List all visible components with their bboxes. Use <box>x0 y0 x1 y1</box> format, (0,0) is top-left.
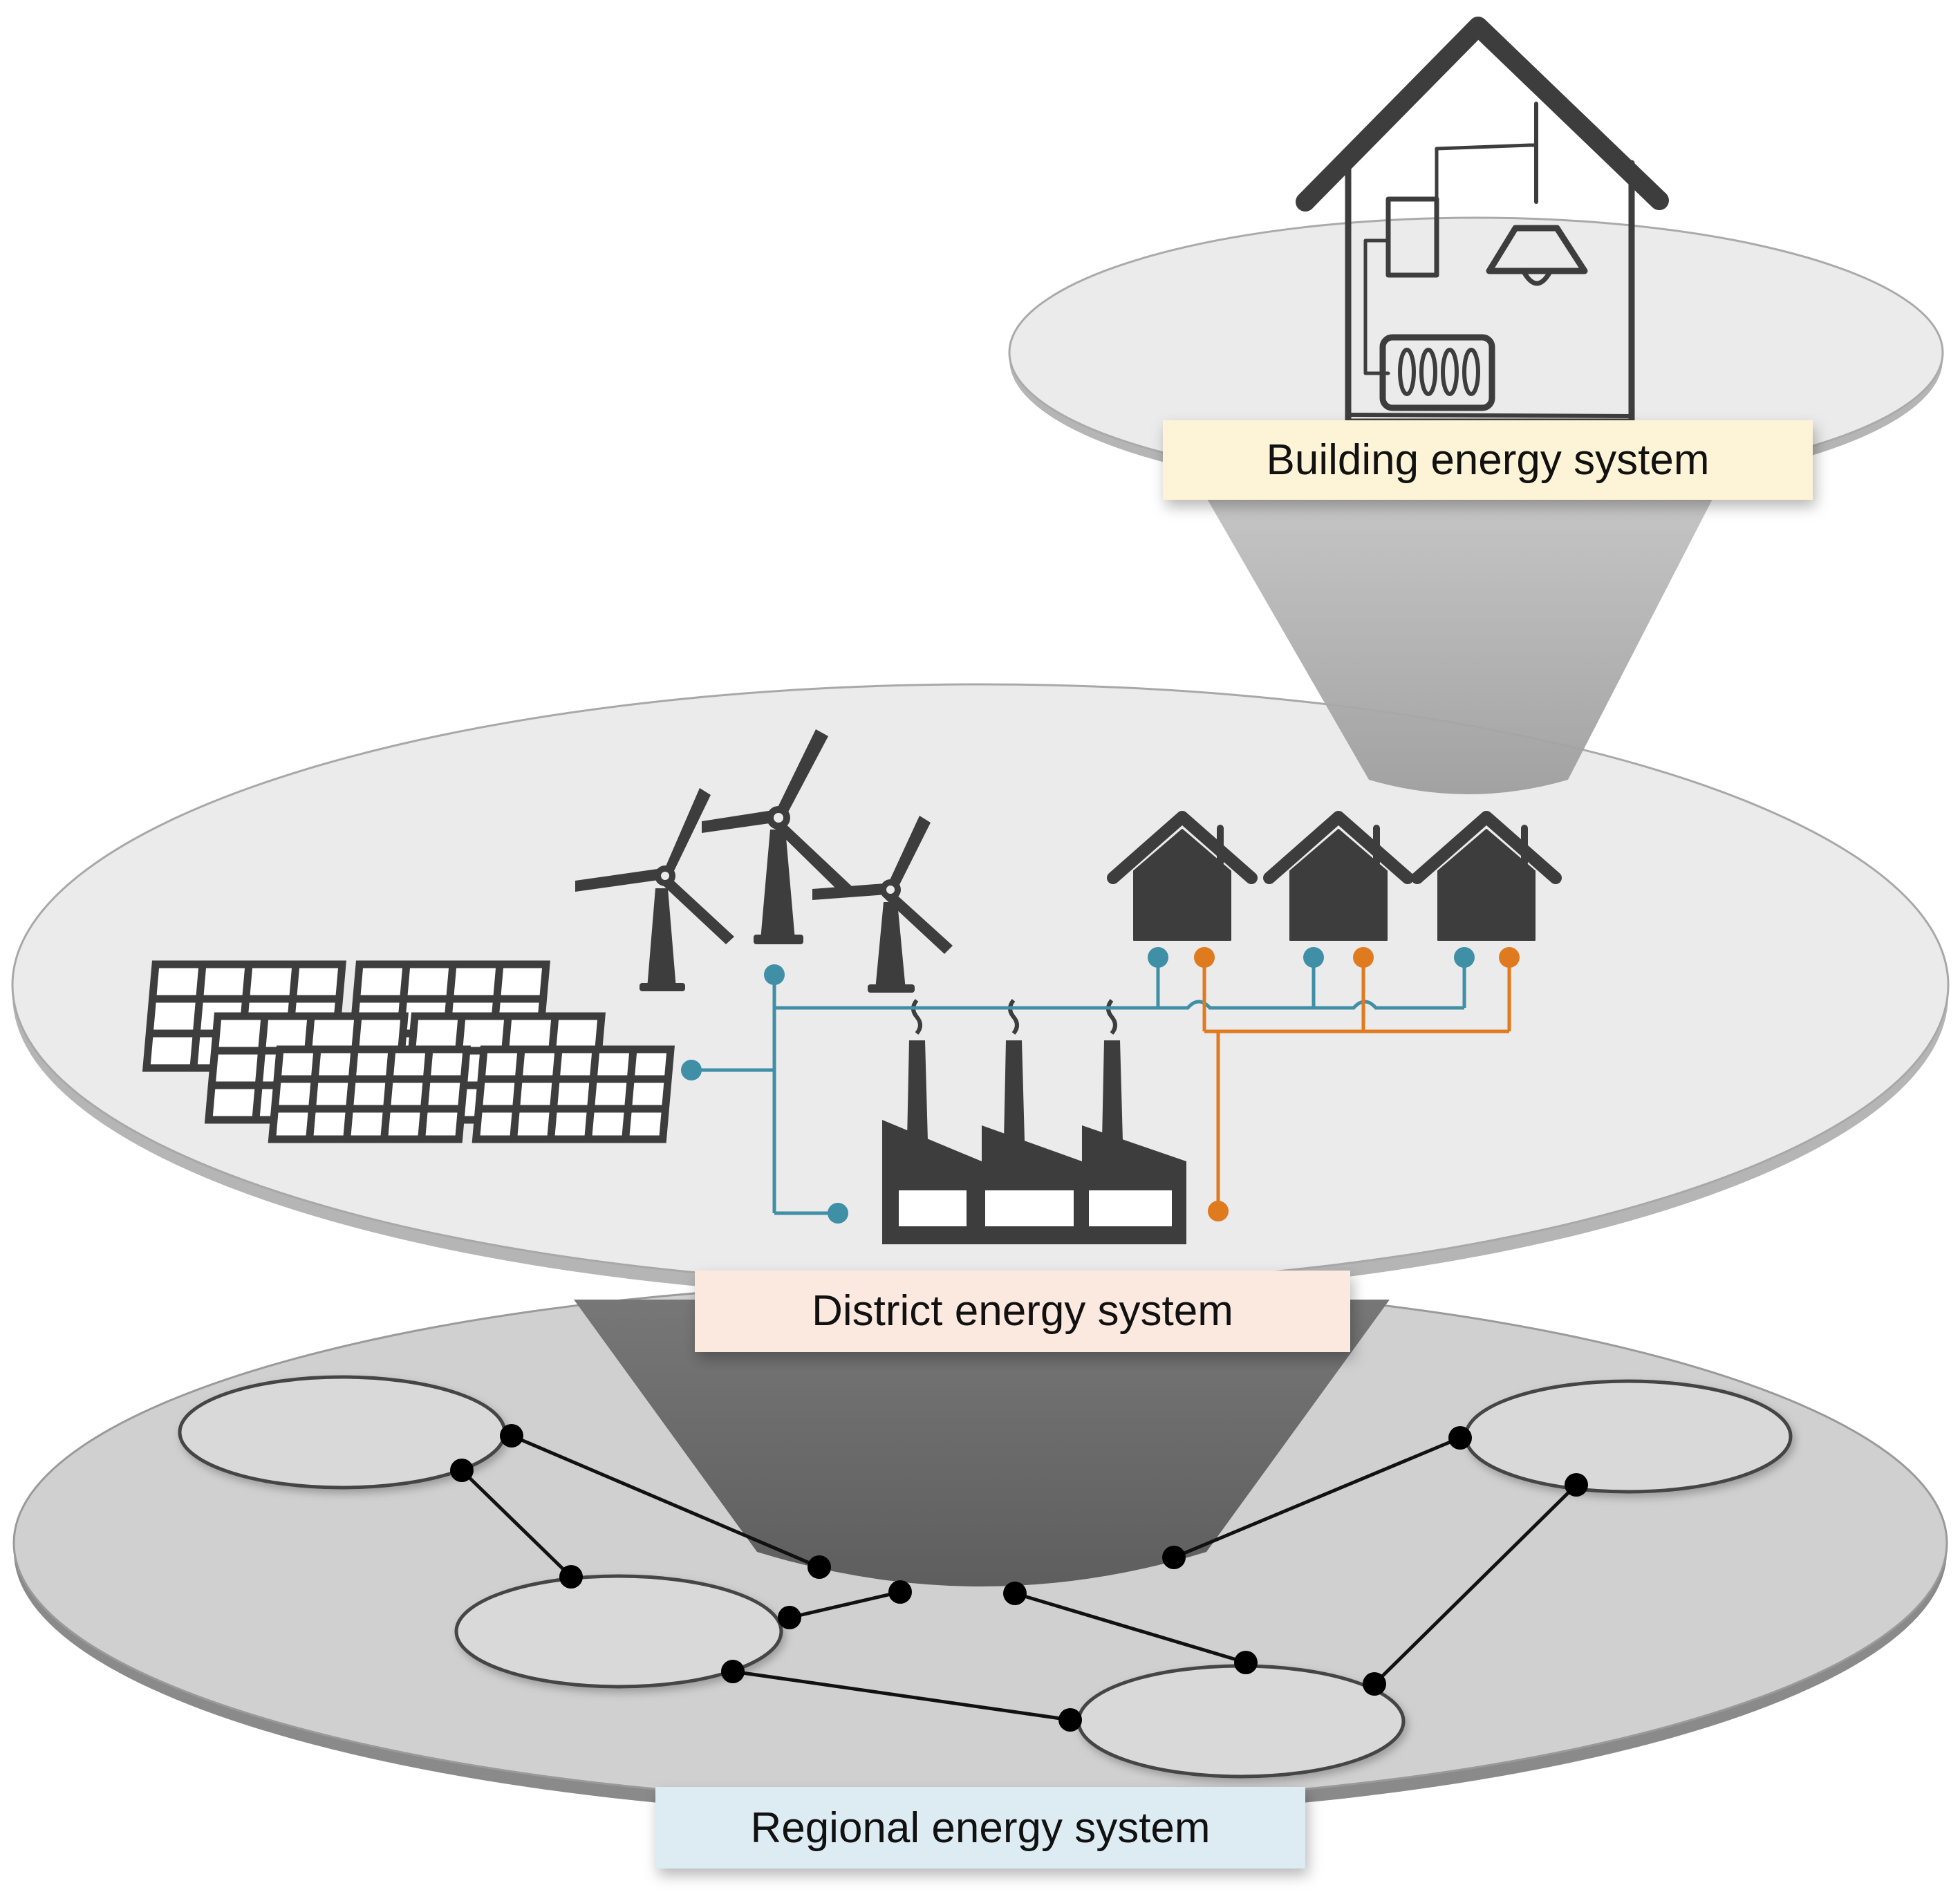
heat-node <box>1353 947 1374 968</box>
electric-network-nodes <box>681 947 1475 1224</box>
network-node <box>721 1660 745 1683</box>
network-node <box>888 1580 912 1604</box>
network-node <box>450 1459 474 1482</box>
network-node <box>559 1565 583 1589</box>
regional-label <box>655 1787 1305 1868</box>
network-node <box>500 1424 523 1448</box>
regional-subregions <box>178 1375 1793 1779</box>
electric-node <box>681 1060 702 1080</box>
district-funnel <box>574 1300 1390 1586</box>
network-node <box>1363 1672 1386 1696</box>
network-node <box>1234 1651 1258 1674</box>
subregion-4 <box>1076 1664 1406 1779</box>
electric-node <box>1303 947 1324 968</box>
heat-network-nodes <box>1194 947 1520 1221</box>
wind-turbine-icon <box>575 729 953 993</box>
network-node <box>1565 1473 1588 1497</box>
district-label <box>695 1271 1350 1352</box>
network-node <box>808 1555 831 1579</box>
factory-icon <box>882 999 1186 1244</box>
electric-node <box>1148 947 1168 968</box>
subregion-3 <box>454 1574 783 1689</box>
heat-network <box>1202 957 1511 1211</box>
network-node <box>1448 1426 1472 1450</box>
house-icon <box>1107 811 1562 941</box>
regional-layer <box>12 1280 1948 1818</box>
building-funnel <box>1206 498 1713 794</box>
district-label-text: District energy system <box>812 1287 1233 1335</box>
heat-node <box>1194 947 1215 968</box>
solar-panel-icon <box>142 960 675 1143</box>
building-label-text: Building energy system <box>1267 436 1710 484</box>
network-node <box>1162 1546 1186 1569</box>
network-node <box>1058 1708 1082 1732</box>
electric-node <box>1454 947 1475 968</box>
heat-node <box>1499 947 1520 968</box>
network-node <box>778 1606 801 1629</box>
regional-label-text: Regional energy system <box>750 1804 1210 1852</box>
electric-node <box>764 964 785 985</box>
subregion-2 <box>1464 1379 1793 1494</box>
heat-node <box>1208 1201 1229 1221</box>
network-node <box>1003 1582 1027 1605</box>
regional-network <box>450 1424 1588 1732</box>
building-label <box>1163 420 1813 500</box>
electric-node <box>828 1203 848 1224</box>
